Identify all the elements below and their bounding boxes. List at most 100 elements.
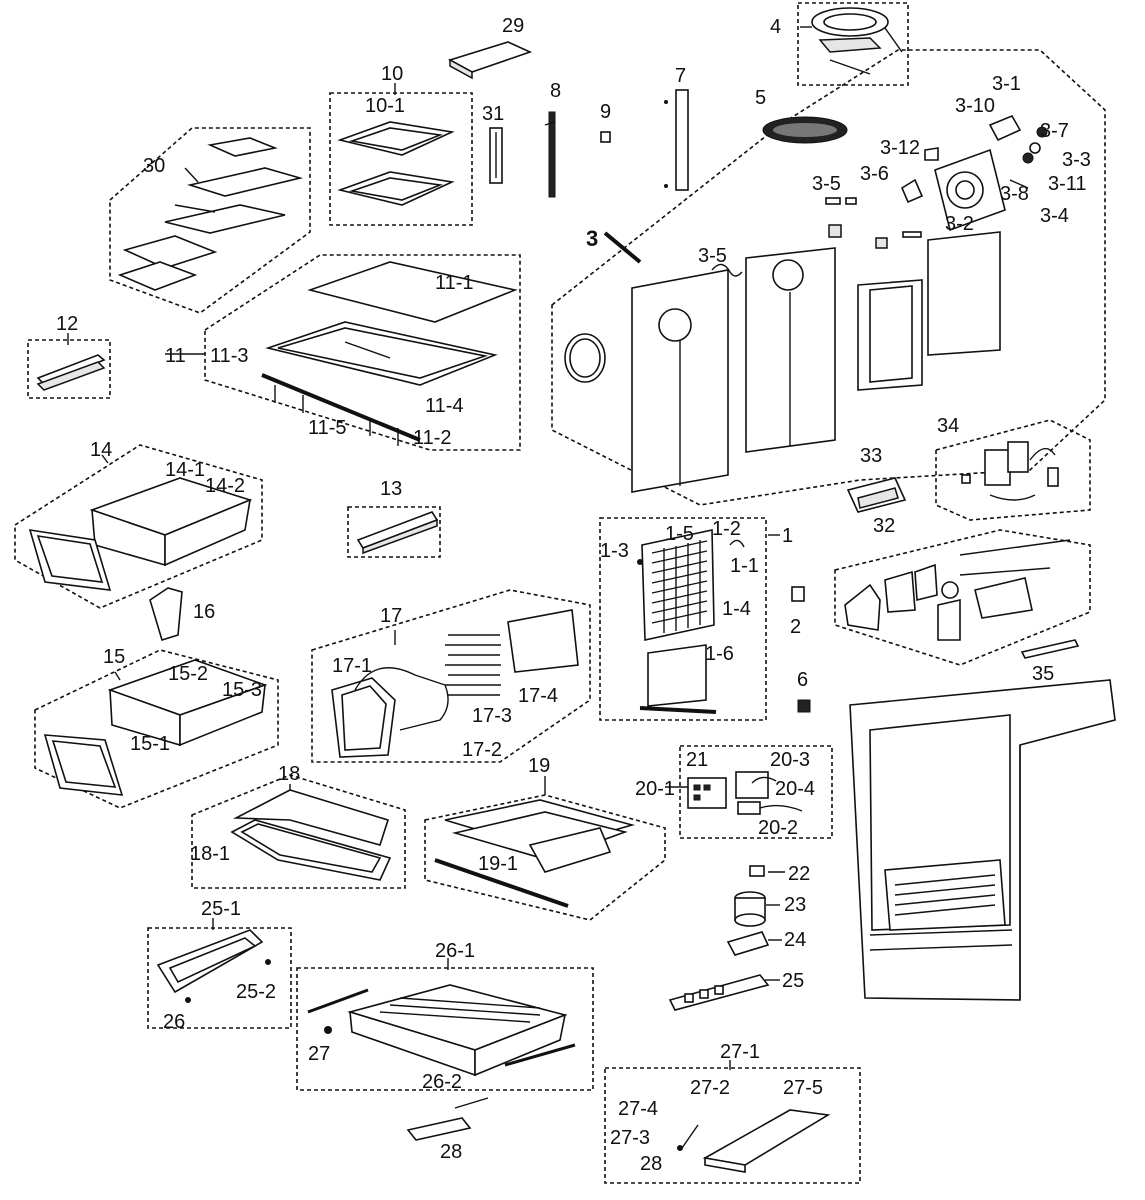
callout-3-9: 3-8 bbox=[1000, 183, 1029, 205]
part-15-drawer bbox=[43, 659, 268, 796]
part-19-shelf bbox=[434, 799, 635, 908]
callout-17: 17 bbox=[380, 605, 402, 627]
callout-3-4: 3-4 bbox=[1040, 205, 1069, 227]
callout-22: 23 bbox=[784, 894, 806, 916]
callout-3-3: 3-3 bbox=[1062, 149, 1091, 171]
callout-25-1: 25-2 bbox=[236, 981, 276, 1003]
part-14-drawer bbox=[28, 477, 253, 591]
part-1-ice-maker-cover bbox=[637, 529, 745, 714]
group-box-10 bbox=[329, 92, 473, 226]
part-35-bracket bbox=[1020, 639, 1080, 659]
callout-1-6: 1-6 bbox=[705, 643, 734, 665]
part-30-shelf-assembly bbox=[117, 137, 304, 291]
group-box-1 bbox=[599, 517, 767, 721]
part-20-auger-motor bbox=[687, 771, 803, 815]
callout-8: 8 bbox=[550, 80, 561, 102]
part-17-heater-assembly bbox=[331, 609, 579, 758]
part-18-cover bbox=[230, 789, 392, 881]
group-box-14 bbox=[14, 444, 263, 609]
part-33-motor-box bbox=[846, 477, 907, 513]
callout-17-3: 17-3 bbox=[472, 705, 512, 727]
callout-11: 11 bbox=[165, 345, 186, 367]
callout-1-1: 1-1 bbox=[730, 555, 759, 577]
callout-12: 12 bbox=[56, 313, 78, 335]
callout-33: 33 bbox=[860, 445, 882, 467]
part-13-rail bbox=[356, 511, 439, 555]
leader-lines bbox=[67, 26, 812, 1109]
callout-15-2: 15-2 bbox=[168, 663, 208, 685]
callout-26: 26-1 bbox=[435, 940, 475, 962]
callout-1-3: 1-3 bbox=[600, 540, 629, 562]
callout-3-11: 3-11 bbox=[1048, 173, 1087, 195]
callout-15: 15 bbox=[103, 646, 125, 668]
callout-2: 2 bbox=[790, 616, 801, 638]
callout-20-4: 21 bbox=[686, 749, 708, 771]
part-34-control-parts bbox=[961, 441, 1059, 501]
part-21-to-24-dispenser-parts bbox=[668, 865, 770, 1011]
callout-31: 31 bbox=[482, 103, 504, 125]
callout-labels: 29 4 10 10-1 8 7 9 31 5 3-1 3-10 3-7 3-1… bbox=[56, 15, 1091, 1175]
callout-19: 19 bbox=[528, 755, 550, 777]
callout-27-2: 27-3 bbox=[610, 1127, 650, 1149]
part-cabinet bbox=[849, 679, 1116, 1001]
group-box-25 bbox=[147, 927, 292, 1029]
callout-3-6: 3-5 bbox=[812, 173, 841, 195]
callout-17-1: 17-1 bbox=[332, 655, 372, 677]
group-box-27 bbox=[604, 1067, 861, 1184]
callout-27: 27-1 bbox=[720, 1041, 760, 1063]
callout-19-1: 19-1 bbox=[478, 853, 518, 875]
callout-18: 18 bbox=[278, 763, 300, 785]
callout-14-1: 14-1 bbox=[165, 459, 205, 481]
assembly-group-boxes bbox=[14, 2, 1106, 1184]
callout-20: 20-1 bbox=[635, 778, 675, 800]
part-7-rail bbox=[664, 89, 689, 191]
part-32-dispenser-parts bbox=[844, 539, 1071, 641]
part-12-rail bbox=[36, 354, 106, 391]
callout-27-4: 27-5 bbox=[783, 1077, 823, 1099]
part-16-handle bbox=[149, 587, 183, 642]
callout-3-10: 3-10 bbox=[955, 95, 995, 117]
callout-20-2: 20-3 bbox=[770, 749, 810, 771]
part-26-freezer-drawer bbox=[307, 984, 576, 1077]
callout-11-5: 11-5 bbox=[308, 417, 347, 439]
group-box-17 bbox=[311, 589, 591, 763]
callout-3-7: 3-6 bbox=[860, 163, 889, 185]
callout-17-2: 17-2 bbox=[462, 739, 502, 761]
callout-17-4: 17-4 bbox=[518, 685, 558, 707]
callout-1-2: 1-2 bbox=[712, 518, 741, 540]
callout-27-1: 27-2 bbox=[690, 1077, 730, 1099]
part-25-cover bbox=[156, 929, 271, 1003]
callout-13: 13 bbox=[380, 478, 402, 500]
callout-3: 3 bbox=[586, 226, 598, 251]
callout-3-1: 3-1 bbox=[992, 73, 1021, 95]
callout-1: 1 bbox=[782, 525, 793, 547]
callout-11-1: 11-1 bbox=[435, 272, 474, 294]
part-31-bracket bbox=[489, 127, 503, 184]
callout-10: 10 bbox=[381, 63, 403, 85]
group-box-4 bbox=[797, 2, 909, 86]
callout-25: 25-1 bbox=[201, 898, 241, 920]
group-box-20 bbox=[679, 745, 833, 839]
callout-32: 32 bbox=[873, 515, 895, 537]
callout-26-2: 27 bbox=[308, 1043, 330, 1065]
callout-15-1: 15-1 bbox=[130, 733, 170, 755]
callout-27-5: 28 bbox=[640, 1153, 662, 1175]
callout-5: 5 bbox=[755, 87, 766, 109]
callout-24: 25 bbox=[782, 970, 804, 992]
part-29-cover bbox=[447, 41, 533, 80]
callout-18-1: 18-1 bbox=[190, 843, 230, 865]
callout-14: 14 bbox=[90, 439, 112, 461]
callout-14-2: 14-2 bbox=[205, 475, 245, 497]
part-28-plate bbox=[406, 1117, 472, 1141]
group-box-30 bbox=[109, 127, 311, 314]
callout-30: 30 bbox=[143, 155, 165, 177]
callout-3-12: 3-12 bbox=[880, 137, 920, 159]
part-9-clip bbox=[600, 131, 611, 143]
callout-11-3: 11-3 bbox=[210, 345, 249, 367]
part-5-gasket bbox=[762, 116, 848, 144]
part-27-cover bbox=[677, 1109, 831, 1173]
callout-1-5: 1-5 bbox=[665, 523, 694, 545]
part-4-ice-bucket-lid bbox=[811, 7, 903, 75]
callout-25-2: 26 bbox=[163, 1011, 185, 1033]
